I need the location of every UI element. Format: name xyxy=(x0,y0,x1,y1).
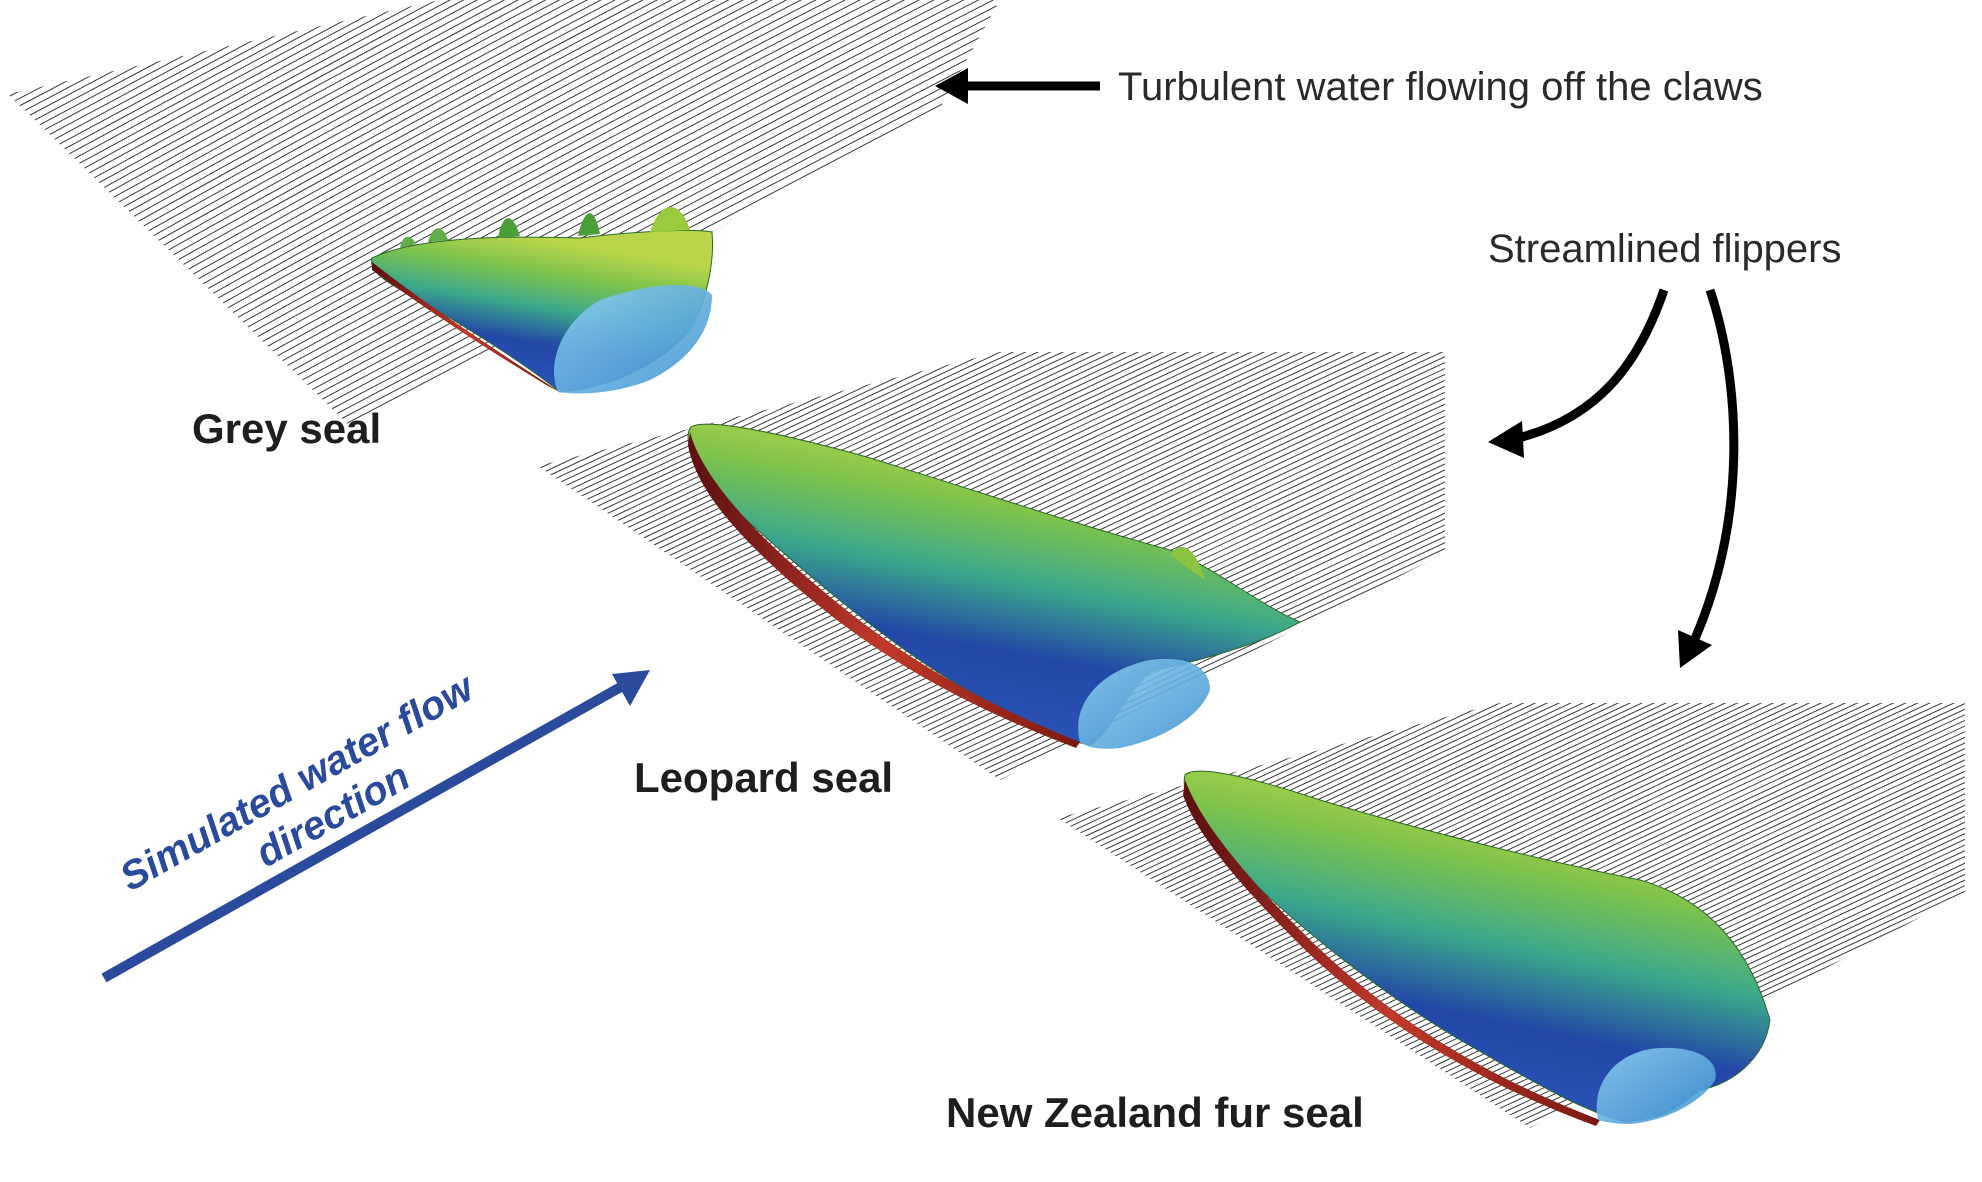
turbulent-label: Turbulent water flowing off the claws xyxy=(1118,65,1763,109)
streamline xyxy=(89,0,976,174)
streamline xyxy=(133,0,1000,217)
flow-direction-arrow xyxy=(101,670,650,983)
streamline xyxy=(84,0,971,169)
streamline xyxy=(153,0,1000,236)
streamline xyxy=(183,0,1000,265)
streamline xyxy=(118,0,1000,203)
streamline xyxy=(312,0,1000,390)
streamlined-label: Streamlined flippers xyxy=(1488,227,1842,271)
leopard-seal-label: Leopard seal xyxy=(634,754,893,801)
streamline xyxy=(212,0,1000,294)
streamline xyxy=(79,0,966,164)
nz-fur-seal-panel xyxy=(1059,703,1965,1128)
streamline xyxy=(59,0,946,145)
streamline xyxy=(322,0,1000,400)
turbulent-callout-arrow xyxy=(935,68,1100,104)
streamline xyxy=(1089,703,1965,841)
streamline xyxy=(49,0,936,135)
streamline xyxy=(98,0,986,184)
nz-fur-seal-flipper xyxy=(1183,770,1771,1126)
streamline xyxy=(108,0,996,193)
leopard-seal-panel xyxy=(539,352,1445,780)
streamline xyxy=(148,0,1000,232)
streamline xyxy=(64,0,951,150)
streamline xyxy=(232,0,1000,313)
flow-direction-label: Simulated water flow direction xyxy=(113,664,483,900)
streamline xyxy=(292,0,1000,371)
leopard-seal-streamlines xyxy=(539,352,1445,780)
streamline xyxy=(94,0,981,179)
streamlined-callout-arrow-left xyxy=(1488,288,1669,458)
streamline xyxy=(326,0,1000,405)
streamline xyxy=(208,0,1000,289)
streamline xyxy=(331,0,1000,410)
leopard-seal-flipper xyxy=(687,423,1302,749)
streamline xyxy=(247,0,1000,328)
grey-seal-panel xyxy=(9,0,1000,428)
streamline xyxy=(302,0,1000,381)
grey-seal-label: Grey seal xyxy=(192,405,381,452)
streamline xyxy=(103,0,991,188)
nz-fur-seal-label: New Zealand fur seal xyxy=(946,1089,1364,1136)
streamline xyxy=(158,0,1000,241)
streamline xyxy=(242,0,1000,323)
streamline xyxy=(173,0,1000,256)
streamline xyxy=(9,0,897,97)
streamline xyxy=(237,0,1000,318)
streamline xyxy=(24,0,912,111)
streamline xyxy=(227,0,1000,309)
streamline xyxy=(168,0,1000,251)
streamline xyxy=(277,0,1000,357)
streamline xyxy=(222,0,1000,304)
streamline xyxy=(198,0,1000,280)
streamline xyxy=(178,0,1000,261)
streamline xyxy=(74,0,961,159)
streamline xyxy=(203,0,1000,285)
streamline xyxy=(128,0,1000,212)
grey-seal-flipper xyxy=(371,206,714,394)
streamline xyxy=(138,0,1000,222)
streamline xyxy=(69,0,956,155)
streamline xyxy=(307,0,1000,386)
streamlined-callout-arrow-right xyxy=(1678,288,1739,668)
streamline xyxy=(217,0,1000,299)
streamline xyxy=(188,0,1000,270)
streamline xyxy=(113,0,1000,198)
streamline xyxy=(163,0,1000,246)
streamline xyxy=(1094,703,1965,844)
streamline xyxy=(123,0,1000,208)
streamline xyxy=(193,0,1000,275)
streamline xyxy=(346,0,1000,424)
streamline xyxy=(54,0,941,140)
streamline xyxy=(143,0,1000,227)
